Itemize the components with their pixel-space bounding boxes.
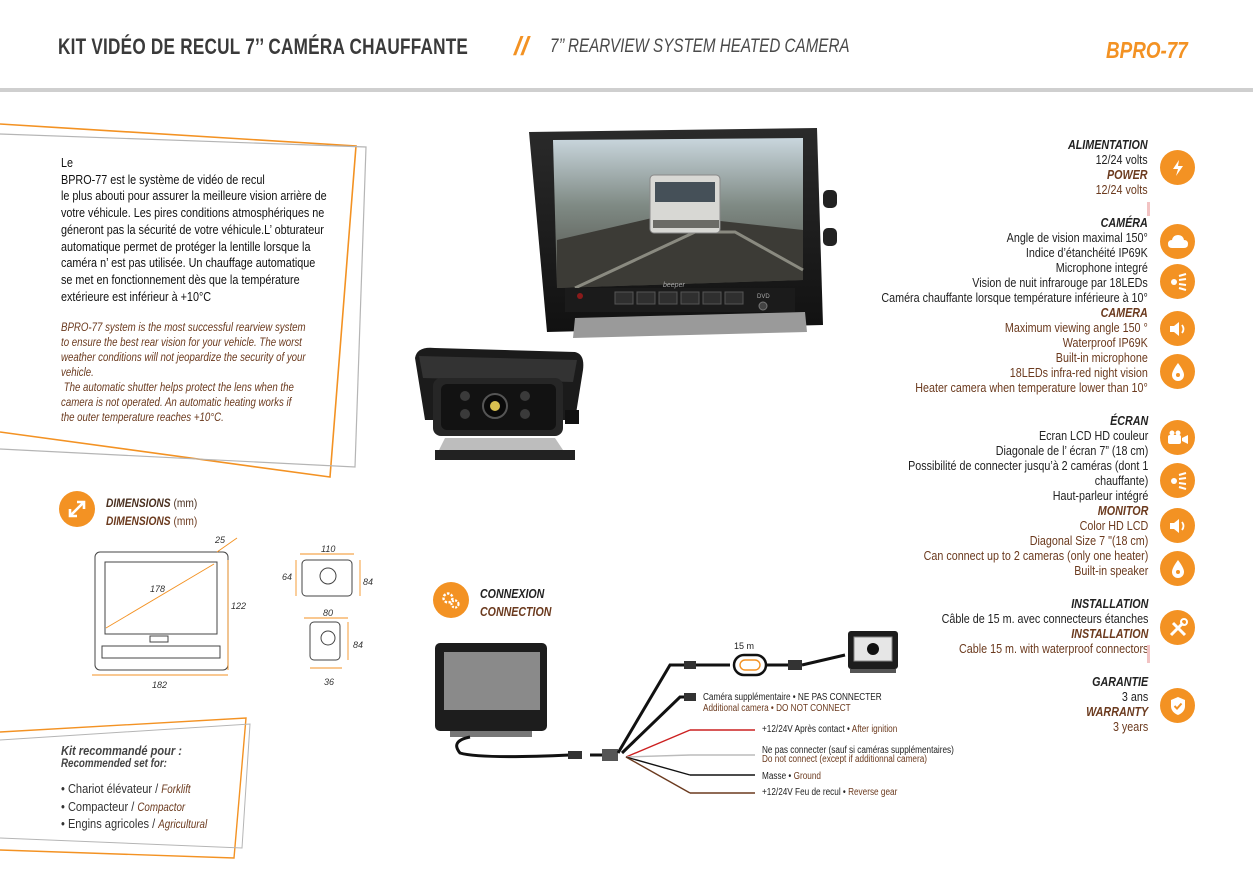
label-additional-camera: Caméra supplémentaire • NE PAS CONNECTER… <box>703 692 882 714</box>
tools-icon <box>1160 610 1195 645</box>
recommended-list: • Chariot élévateur / Forklift • Compact… <box>61 781 233 834</box>
speaker-icon <box>1160 508 1195 543</box>
spec-warranty: GARANTIE 3 ans WARRANTY 3 years <box>1085 675 1148 734</box>
shield-check-icon <box>1160 688 1195 723</box>
dimensions-unit-en: (mm) <box>173 514 198 528</box>
spec-screen: ÉCRAN Ecran LCD HD couleur Diagonale de … <box>907 414 1148 578</box>
camera-photo <box>415 347 584 460</box>
light-rays-icon <box>1160 463 1195 498</box>
intro-line-fr: Le <box>61 155 74 170</box>
page-title-en: 7’’ REARVIEW SYSTEM HEATED CAMERA <box>550 36 850 57</box>
intro-text-en: BPRO-77 system is the most successful re… <box>61 320 361 425</box>
dimensions-icon <box>59 491 95 527</box>
intro-line-fr: votre véhicule. Les pires conditions atm… <box>61 205 325 221</box>
label-reverse-gear: +12/24V Feu de recul • Reverse gear <box>762 787 898 798</box>
intro-line-fr: BPRO-77 est le système de vidéo de recul <box>61 171 265 187</box>
list-item: • Compacteur / Compactor <box>61 798 186 814</box>
label-do-not-connect: Ne pas connecter (sauf si caméras supplé… <box>762 745 954 765</box>
recommended-frame <box>0 717 251 859</box>
intro-line-en: weather conditions will not jeopardize t… <box>61 350 306 364</box>
dim-camera-width: 110 <box>321 544 335 554</box>
list-item: • Chariot élévateur / Forklift <box>61 781 191 796</box>
lightning-icon <box>1160 150 1195 185</box>
spec-power: ALIMENTATION 12/24 volts POWER 12/24 vol… <box>1068 138 1148 197</box>
monitor-brand: beeper <box>663 282 685 289</box>
intro-line-en: BPRO-77 system is the most successful re… <box>61 320 306 334</box>
connection-title-fr: CONNEXION <box>480 587 545 601</box>
spec-tick <box>1147 202 1150 216</box>
gears-icon <box>433 582 469 618</box>
dim-camera-side-width: 80 <box>323 608 333 618</box>
cloud-icon <box>1160 224 1195 259</box>
intro-line-fr: géneront pas la sécurité de votre véhicu… <box>61 221 324 237</box>
video-camera-icon <box>1160 420 1195 455</box>
dim-monitor-height: 122 <box>231 601 246 611</box>
dimensions-label-en: DIMENSIONS <box>106 514 171 528</box>
header-divider <box>0 88 1253 92</box>
diagram-camera <box>848 631 898 673</box>
recommended-title-fr: Kit recommandé pour : <box>61 743 182 758</box>
product-photos: beeper DVD <box>415 128 837 460</box>
dvd-label: DVD <box>757 294 770 300</box>
dim-camera-height: 64 <box>282 572 292 582</box>
spec-installation: INSTALLATION Câble de 15 m. avec connect… <box>941 597 1148 656</box>
intro-frame <box>0 123 367 478</box>
dimensions-label-fr: DIMENSIONS <box>106 496 171 510</box>
dim-monitor-depth: 25 <box>214 535 226 545</box>
label-ground: Masse • Ground <box>762 771 821 782</box>
light-rays-icon <box>1160 264 1195 299</box>
recommended-title-en: Recommended set for: <box>61 758 167 770</box>
dimensions-unit-fr: (mm) <box>173 496 198 510</box>
spec-camera: CAMÉRA Angle de vision maximal 150° Indi… <box>881 216 1148 395</box>
connection-title: CONNEXION CONNECTION <box>480 585 564 621</box>
product-reference: BPRO-77 <box>1106 37 1188 63</box>
intro-line-fr: automatique permet de protéger la lentil… <box>61 238 311 254</box>
dimension-drawings: 178 25 122 182 110 64 84 80 84 36 <box>92 535 373 690</box>
dim-camera-height-2: 84 <box>363 577 373 587</box>
intro-line-fr: se met en fonctionnement dès que la temp… <box>61 271 300 287</box>
spec-tick <box>1147 645 1150 663</box>
connection-title-en: CONNECTION <box>480 605 552 619</box>
cable-length: 15 m <box>734 641 754 651</box>
intro-line-fr: extérieure est inférieur à +10°C <box>61 288 212 304</box>
monitor-photo: beeper DVD <box>529 128 837 338</box>
intro-line-en: the outer temperature reaches +10°C. <box>61 410 224 424</box>
page-title-fr: KIT VIDÉO DE RECUL 7’’ CAMÉRA CHAUFFANTE <box>58 34 469 59</box>
intro-line-fr: caméra n’ est pas utilisée. Un chauffage… <box>61 255 316 271</box>
speaker-icon <box>1160 311 1195 346</box>
dim-monitor-width: 182 <box>152 680 167 690</box>
dim-camera-side-height: 84 <box>353 640 363 650</box>
diagram-monitor <box>435 643 547 737</box>
label-ignition: +12/24V Après contact • After ignition <box>762 724 898 735</box>
list-item: • Engins agricoles / Agricultural <box>61 816 208 831</box>
intro-line-en: vehicle. <box>61 365 94 379</box>
connection-diagram: 15 m <box>435 631 898 794</box>
intro-line-en: The automatic shutter helps protect the … <box>61 380 294 394</box>
title-separator: // <box>514 31 529 61</box>
drop-icon <box>1160 551 1195 586</box>
dim-camera-side-bottom: 36 <box>324 677 334 687</box>
dim-monitor-diagonal: 178 <box>150 584 165 594</box>
drop-icon <box>1160 354 1195 389</box>
intro-line-en: camera is not operated. An automatic hea… <box>61 395 292 409</box>
dimensions-title: DIMENSIONS (mm) DIMENSIONS (mm) <box>106 494 213 530</box>
intro-line-fr: le plus abouti pour assurer la meilleure… <box>61 188 327 204</box>
intro-line-en: to ensure the best rear vision for your … <box>61 335 302 349</box>
